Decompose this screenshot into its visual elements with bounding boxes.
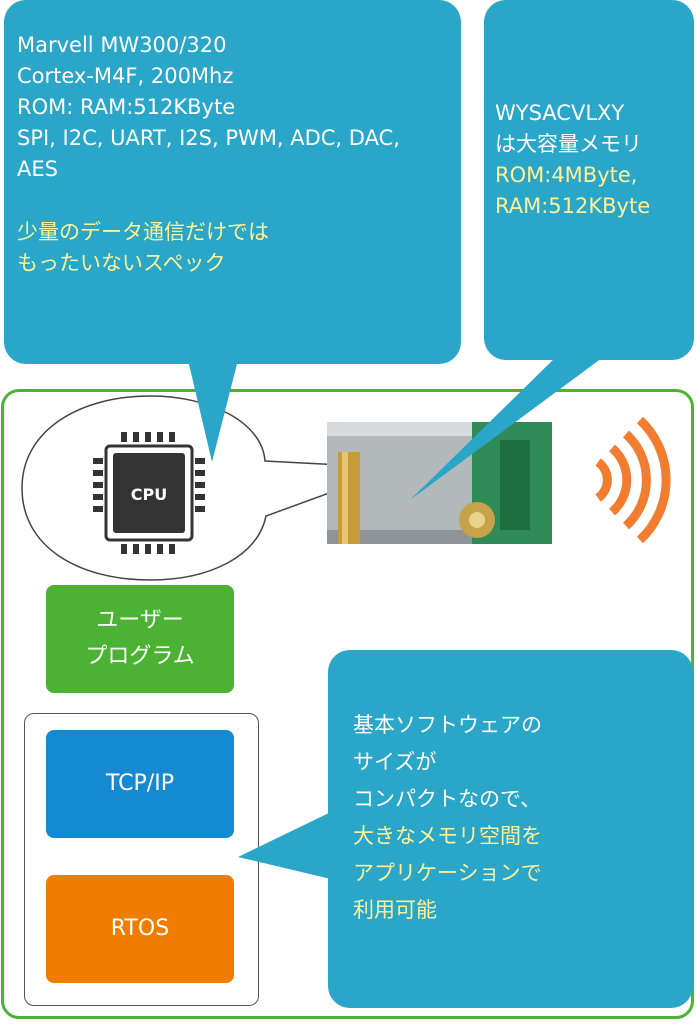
specs-line: ROM: RAM:512KByte (17, 95, 236, 119)
software-callout-pointer (238, 810, 335, 880)
cpu-chip-icon: CPU (93, 432, 205, 554)
user-program-label: ユーザー (96, 608, 184, 633)
memory-highlight-line: ROM:4MByte, (495, 163, 638, 187)
software-highlight-line: 利用可能 (353, 898, 437, 922)
specs-line: Cortex-M4F, 200Mhz (17, 64, 234, 88)
tcpip-block: TCP/IP (46, 730, 234, 838)
software-highlight-line: 大きなメモリ空間を (353, 824, 542, 848)
software-line: サイズが (353, 750, 437, 774)
specs-highlight-line: 少量のデータ通信だけでは (17, 220, 269, 244)
specs-line: AES (17, 157, 58, 181)
rtos-label: RTOS (110, 916, 170, 941)
software-callout: 基本ソフトウェアの サイズが コンパクトなので、 大きなメモリ空間を アプリケー… (328, 650, 693, 1008)
wifi-module-image (327, 422, 552, 544)
user-program-label: プログラム (85, 644, 195, 669)
software-line: 基本ソフトウェアの (353, 713, 542, 737)
wifi-signal-icon (595, 416, 671, 544)
software-highlight-line: アプリケーションで (353, 861, 542, 885)
tcpip-label: TCP/IP (106, 771, 174, 796)
cpu-chip-label: CPU (131, 485, 167, 504)
rtos-block: RTOS (46, 875, 234, 983)
memory-line: は大容量メモリ (495, 132, 642, 156)
specs-line: SPI, I2C, UART, I2S, PWM, ADC, DAC, (17, 126, 400, 150)
software-line: コンパクトなので、 (353, 787, 542, 811)
memory-highlight-line: RAM:512KByte (495, 194, 651, 218)
memory-line: WYSACVLXY (495, 101, 625, 125)
specs-line: Marvell MW300/320 (17, 33, 227, 57)
specs-callout: Marvell MW300/320 Cortex-M4F, 200Mhz ROM… (4, 0, 461, 364)
memory-callout: WYSACVLXY は大容量メモリ ROM:4MByte, RAM:512KBy… (484, 0, 694, 360)
specs-callout-pointer (188, 360, 238, 462)
memory-callout-pointer (410, 355, 606, 500)
user-program-block: ユーザー プログラム (46, 585, 234, 693)
specs-highlight-line: もったいないスペック (17, 251, 226, 275)
